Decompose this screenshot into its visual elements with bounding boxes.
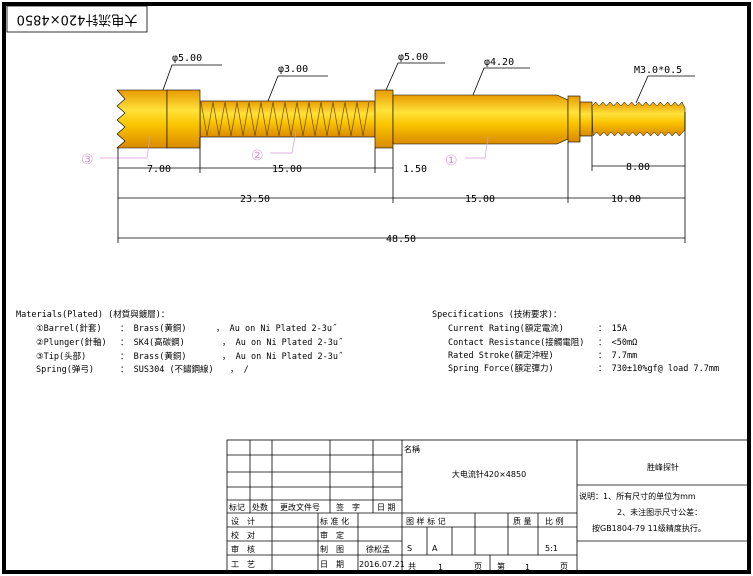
dimension-values: 7.00 15.00 1.50 8.00 23.50 15.00 10.00 4… (147, 162, 650, 245)
sample-mark-label: 图 样 标 记 (406, 516, 446, 526)
company-name: 胜峰探针 (647, 462, 679, 472)
collar-part (374, 89, 394, 149)
total-label: 共 (408, 562, 416, 571)
part-name: 大电流针420×4850 (452, 469, 526, 479)
name-label: 名稱 (404, 444, 420, 454)
dim-tip-length: 7.00 (147, 164, 171, 175)
material-part: ①Barrel(針套) (36, 323, 102, 334)
tip-part (116, 89, 168, 149)
scale-value: 5:1 (545, 544, 558, 553)
part-callouts: ③ ② ① (81, 130, 489, 169)
plunger-part (199, 100, 376, 138)
rev-header: 日 期 (377, 503, 396, 512)
sign-label: 制 图 (320, 544, 344, 554)
sign-label: 工 艺 (231, 560, 255, 569)
spec-value: ： 15A (598, 324, 627, 334)
callout-barrel: ① (445, 153, 458, 169)
dim-barrel-length: 15.00 (465, 194, 495, 205)
page-unit: 页 (560, 562, 568, 571)
sign-label: 审 定 (320, 530, 344, 540)
material-plating: ， / (230, 365, 249, 375)
sheet-label: 第 (497, 561, 505, 571)
dim-spring-length: 15.00 (272, 164, 302, 175)
material-part: Spring(弹弓) (36, 364, 94, 375)
spec-value: ： 730±10%gf@ load 7.7mm (598, 364, 719, 374)
rev-header: 处数 (252, 502, 268, 512)
sheet-number: 1 (525, 563, 530, 572)
extension-lines (117, 112, 686, 243)
sign-label: 审 核 (231, 544, 255, 554)
dim-collar-length: 1.50 (403, 164, 427, 175)
total-pages: 1 (438, 563, 443, 572)
dia-plunger: φ3.00 (278, 64, 308, 75)
rev-header: 更改文件号 (280, 502, 320, 512)
spec-value: ： <50mΩ (598, 338, 637, 348)
sample-mark-a: A (432, 544, 438, 553)
dim-rear-length: 10.00 (611, 194, 641, 205)
dim-front-total: 23.50 (240, 194, 270, 205)
spring-coil (200, 101, 370, 137)
scale-label: 比 例 (545, 516, 564, 526)
material-plating: ， Au on Ni Plated 2-3u˝ (222, 337, 343, 348)
page-unit: 页 (474, 562, 482, 571)
sign-label: 校 对 (231, 530, 255, 540)
sign-label: 设 计 (231, 516, 255, 526)
drafter-name: 徐松孟 (366, 544, 390, 554)
material-part: ②Plunger(針軸) (36, 337, 107, 348)
callout-tip: ③ (81, 152, 94, 168)
spec-label: Rated Stroke(額定沖程) (448, 350, 554, 361)
spec-label: Current Rating(額定電流) (448, 323, 564, 334)
specifications-section: Specifications (技術要求)： Current Rating(額定… (432, 309, 719, 374)
dia-tip: φ5.00 (172, 53, 202, 64)
spec-value: ： 7.7mm (598, 351, 637, 361)
materials-heading: Materials(Plated) (材質與鍍層)： (16, 309, 169, 320)
material-value: ： SUS304 (不鏽鋼線) (120, 364, 214, 375)
spec-label: Contact Resistance(接觸電阻) (448, 337, 584, 348)
note-line: 2、未注图示尺寸公差： (617, 507, 702, 517)
material-plating: ， Au on Ni Plated 2-3u˝ (216, 323, 337, 334)
spec-label: Spring Force(額定彈力) (448, 363, 554, 374)
sign-label: 标 准 化 (320, 516, 349, 526)
material-value: ： Brass(黄銅) (120, 351, 186, 362)
dia-collar: φ5.00 (398, 52, 428, 63)
drawing-date: 2016.07.21 (359, 560, 405, 569)
thread-spec: M3.0*0.5 (634, 65, 682, 76)
materials-section: Materials(Plated) (材質與鍍層)： ①Barrel(針套) ：… (16, 309, 343, 375)
dim-overall: 48.50 (386, 234, 416, 245)
sign-label: 日 期 (320, 560, 344, 569)
header-title: 大电流针420×4850 (17, 12, 138, 27)
material-part: ③Tip(头部) (36, 351, 86, 362)
title-block: 标记 处数 更改文件号 签 字 日 期 设 计 标 准 化 校 对 审 定 审 … (226, 439, 750, 573)
diameter-labels: φ5.00 φ3.00 φ5.00 φ4.20 M3.0*0.5 (162, 52, 695, 104)
specs-heading: Specifications (技術要求)： (432, 309, 562, 320)
note-line: 按GB1804-79 11级精度执行。 (592, 523, 706, 533)
material-value: ： SK4(高碳鋼) (120, 337, 185, 348)
dia-barrel: φ4.20 (484, 57, 514, 68)
sample-mark-s: S (407, 544, 412, 553)
barrel-part (392, 94, 569, 145)
header-box: 大电流针420×4850 (6, 5, 148, 33)
callout-plunger: ② (251, 148, 264, 164)
dim-thread-length: 8.00 (626, 162, 650, 173)
rev-header: 标记 (229, 502, 245, 512)
thread-part (591, 101, 686, 137)
probe-pin (116, 89, 686, 149)
weight-label: 质 量 (513, 516, 532, 526)
material-plating: ， Au on Ni Plated 2-3u˝ (222, 351, 343, 362)
material-value: ： Brass(黄銅) (120, 323, 186, 334)
rev-header: 签 字 (336, 502, 360, 512)
note-line: 说明：1、所有尺寸的单位为mm (579, 491, 696, 501)
